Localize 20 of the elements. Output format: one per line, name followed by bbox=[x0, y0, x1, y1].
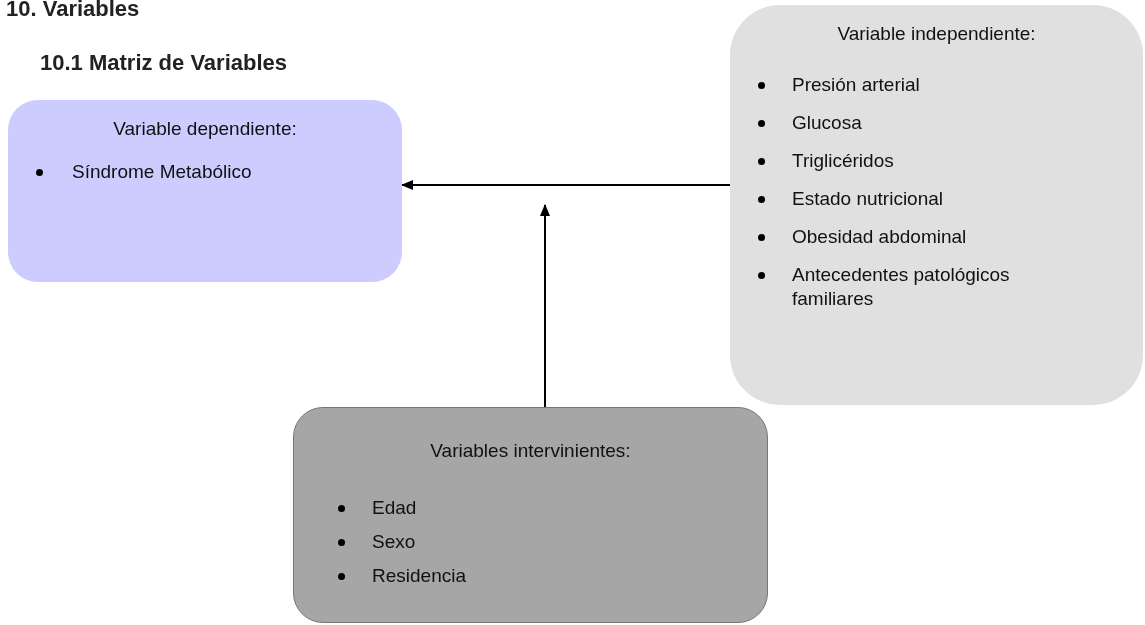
title: 10. Variables bbox=[6, 0, 140, 22]
rounded-box bbox=[8, 100, 402, 282]
rounded-box bbox=[730, 5, 1143, 405]
list-item: Sexo bbox=[372, 530, 417, 554]
list-item: Edad bbox=[372, 496, 418, 520]
arrow bbox=[401, 180, 731, 190]
rounded-box bbox=[293, 407, 768, 623]
list-item: Glucosa bbox=[792, 111, 863, 135]
list-item: Residencia bbox=[372, 564, 467, 588]
list-item: Triglicéridos bbox=[792, 149, 895, 173]
section-heading: 10.1 Matriz de Variables bbox=[40, 50, 288, 76]
list-item: Obesidad abdominal bbox=[792, 225, 968, 249]
box-heading: Variable dependiente: bbox=[112, 118, 298, 140]
arrow bbox=[540, 204, 550, 408]
list-item: Antecedentes patológicos familiares bbox=[792, 263, 1011, 311]
box-heading: Variable independiente: bbox=[836, 23, 1037, 45]
list-item: Estado nutricional bbox=[792, 187, 945, 211]
list-item: Síndrome Metabólico bbox=[72, 160, 253, 184]
list-item: Presión arterial bbox=[792, 73, 921, 97]
box-heading: Variables intervinientes: bbox=[429, 440, 632, 462]
